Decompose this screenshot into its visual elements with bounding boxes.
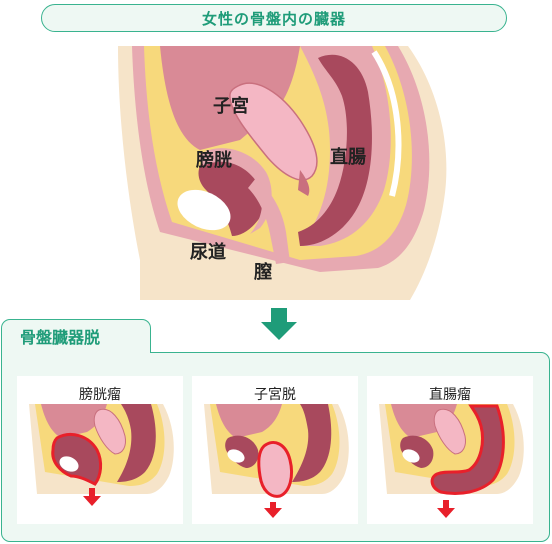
card-title: 膀胱瘤 xyxy=(79,387,121,403)
label-uterus: 子宮 xyxy=(213,96,249,117)
cystocele-illustration xyxy=(29,404,174,506)
section-title: 骨盤臓器脱 xyxy=(20,328,101,347)
title-banner: 女性の骨盤内の臓器 xyxy=(41,4,507,32)
card-cystocele: 膀胱瘤 xyxy=(17,376,183,524)
section-tab xyxy=(1,319,151,353)
down-arrow-icon xyxy=(261,308,297,340)
rectocele-illustration xyxy=(379,404,524,518)
label-vagina: 膣 xyxy=(254,262,272,283)
title-text: 女性の骨盤内の臓器 xyxy=(201,9,346,28)
label-urethra: 尿道 xyxy=(190,242,226,263)
pelvis-illustration xyxy=(118,46,447,300)
label-rectum: 直腸 xyxy=(330,147,366,168)
card-uterine-prolapse: 子宮脱 xyxy=(192,376,358,524)
card-title: 子宮脱 xyxy=(254,387,296,403)
card-title: 直腸瘤 xyxy=(429,387,471,403)
uterine-prolapse-illustration xyxy=(204,404,349,518)
card-rectocele: 直腸瘤 xyxy=(367,376,533,524)
label-bladder: 膀胱 xyxy=(196,150,232,171)
